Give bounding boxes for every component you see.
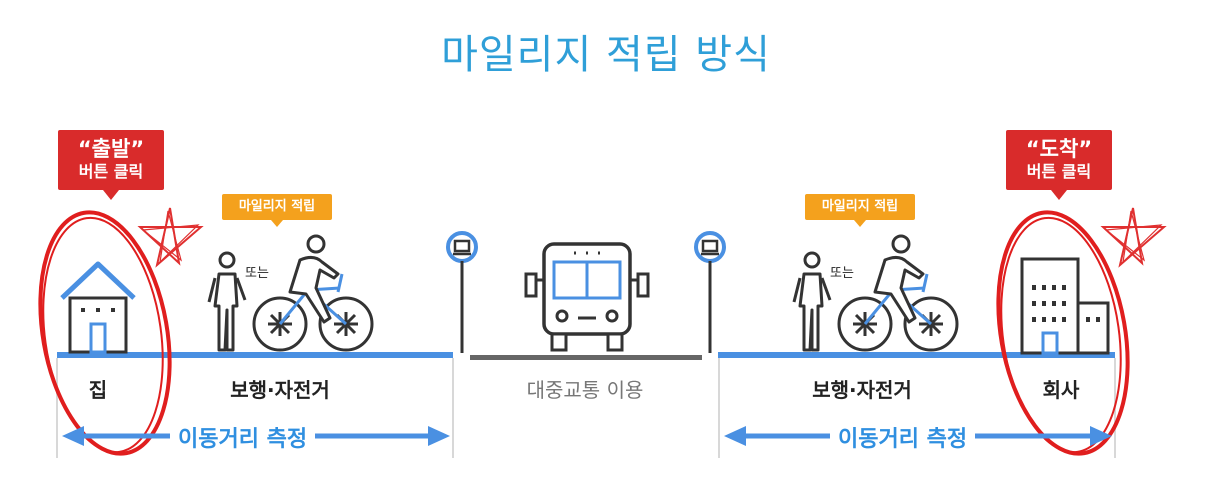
end-badge-subtitle: 버튼 클릭 (1026, 162, 1092, 181)
star-scribble-left (137, 207, 204, 268)
ground-line-left (57, 352, 453, 358)
start-badge-subtitle: 버튼 클릭 (78, 162, 144, 181)
divider (718, 358, 720, 458)
ground-line-right (718, 352, 1115, 358)
mileage-tag-left: 마일리지 적립 (222, 194, 332, 227)
divider (56, 358, 58, 458)
bicycle-icon (252, 234, 374, 352)
measure-text-left: 이동거리 측정 (170, 421, 316, 453)
star-scribble-right (1100, 207, 1167, 268)
label-home: 집 (88, 378, 108, 402)
end-badge: “도착” 버튼 클릭 (1006, 130, 1112, 200)
page-title: 마일리지 적립 방식 (441, 32, 771, 78)
bus-stop-sign-icon (446, 231, 478, 353)
start-badge-title: “출발” (77, 137, 145, 161)
or-text-left: 또는 (245, 266, 269, 281)
label-public-transit: 대중교통 이용 (526, 378, 644, 402)
label-walk-bike-left: 보행·자전거 (230, 378, 330, 402)
house-icon (60, 261, 136, 354)
divider (452, 358, 454, 458)
bus-stop-sign-icon (694, 231, 726, 353)
red-circle-company (996, 210, 1130, 456)
label-company: 회사 (1042, 378, 1080, 402)
end-badge-title: “도착” (1025, 137, 1093, 161)
bicycle-icon (837, 234, 959, 352)
mileage-tag-right: 마일리지 적립 (805, 194, 915, 227)
bus-icon (524, 242, 650, 352)
building-icon (1020, 257, 1110, 355)
pedestrian-icon (792, 251, 832, 352)
red-circle-home (38, 210, 172, 456)
start-badge: “출발” 버튼 클릭 (58, 130, 164, 200)
pedestrian-icon (207, 251, 247, 352)
measure-text-right: 이동거리 측정 (830, 421, 976, 453)
or-text-right: 또는 (830, 266, 854, 281)
ground-line-transit (470, 355, 702, 360)
label-walk-bike-right: 보행·자전거 (812, 378, 912, 402)
